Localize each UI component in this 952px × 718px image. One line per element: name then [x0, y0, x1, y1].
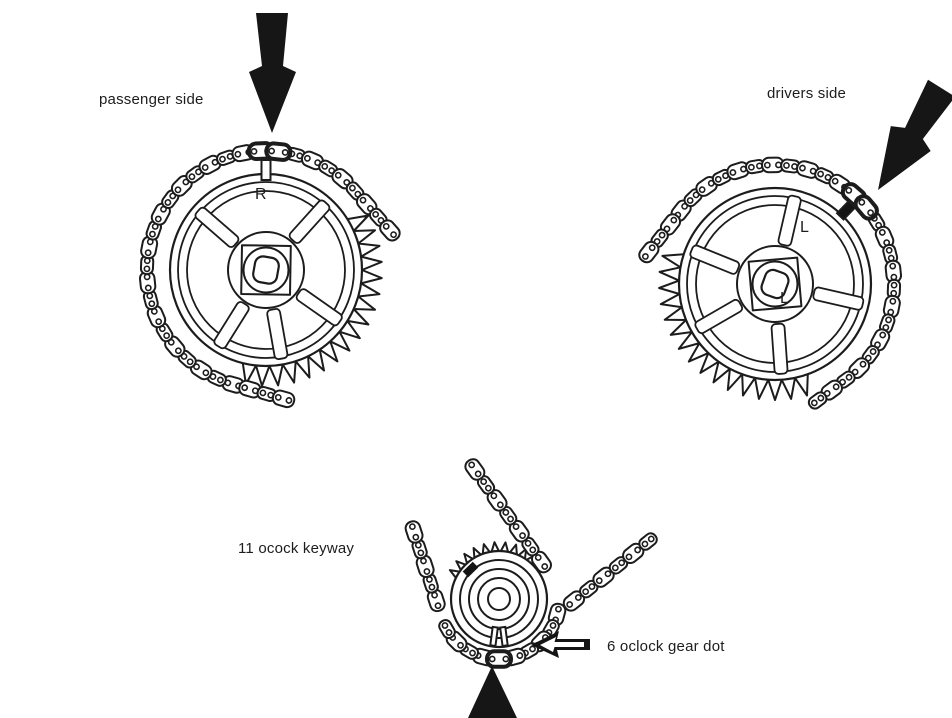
- drivers-timing-arrow-icon: [878, 79, 952, 190]
- gear-dot-note-label: 6 oclock gear dot: [607, 638, 725, 655]
- passenger-side-label: passenger side: [99, 91, 204, 108]
- passenger-timing-arrow-icon: [249, 13, 296, 133]
- right-cam-mark-label: R: [255, 186, 267, 203]
- crank-timing-arrow-icon: [468, 666, 517, 718]
- left-hub-mark-label: L: [780, 290, 789, 307]
- passenger-cam-gear: [138, 141, 401, 409]
- drivers-side-label: drivers side: [767, 85, 847, 102]
- crank-sprocket: [404, 458, 658, 669]
- keyway-note-label: 11 ocock keyway: [238, 540, 355, 557]
- drivers-cam-gear: [638, 156, 903, 410]
- left-cam-mark-label: L: [800, 219, 809, 236]
- gear-dot-pointer-arrow-icon: [531, 631, 590, 658]
